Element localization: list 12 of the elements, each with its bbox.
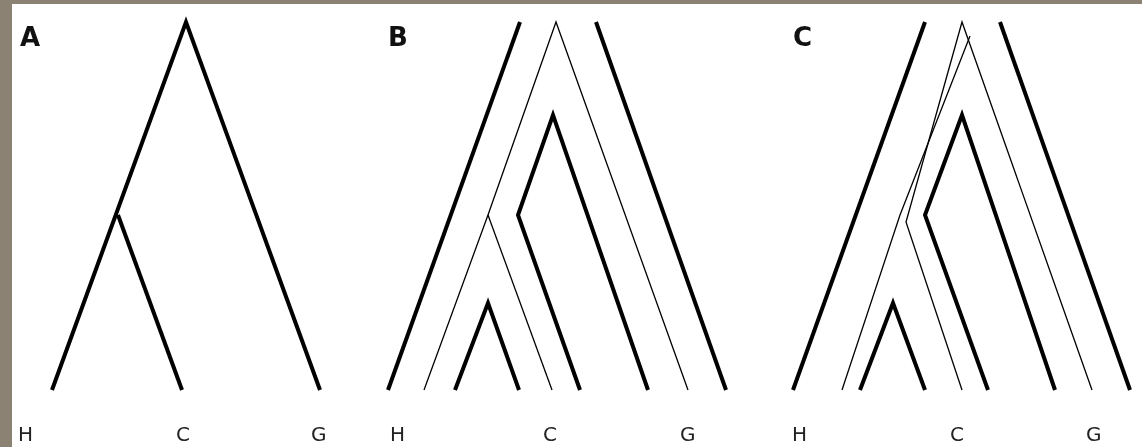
taxon-label: G (311, 424, 327, 444)
taxon-label: C (543, 424, 557, 444)
taxon-label: H (18, 424, 34, 444)
panel-letter: B (388, 24, 408, 50)
taxon-label: H (792, 424, 808, 444)
panel-letter: A (20, 24, 41, 50)
taxon-label: C (176, 424, 190, 444)
taxon-label: C (950, 424, 964, 444)
taxon-label: G (1086, 424, 1102, 444)
taxon-label: H (390, 424, 406, 444)
taxon-label: G (680, 424, 696, 444)
panel-letter: C (793, 24, 813, 50)
